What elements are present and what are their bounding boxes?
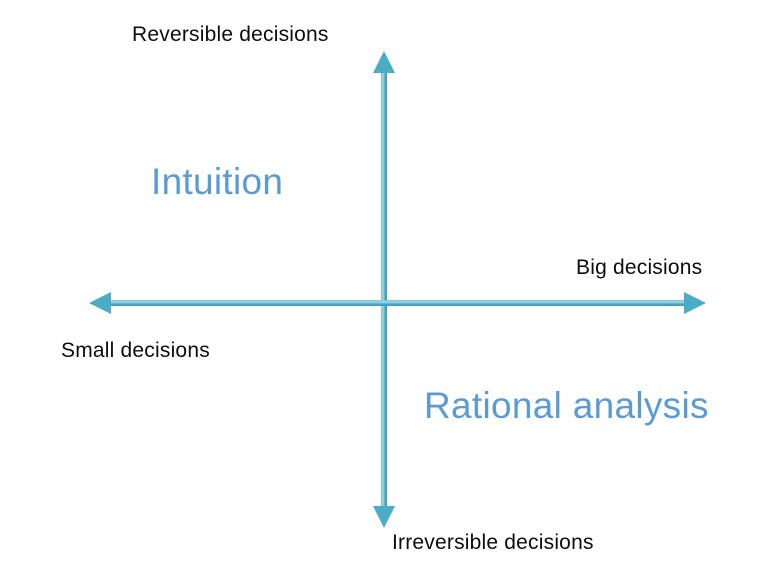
- axis-label-irreversible-decisions: Irreversible decisions: [392, 531, 594, 554]
- vertical-axis-arrow: [373, 51, 395, 528]
- horizontal-axis-arrow: [89, 292, 706, 314]
- axis-label-big-decisions: Big decisions: [576, 256, 703, 279]
- quadrant-label-rational-analysis: Rational analysis: [424, 385, 709, 426]
- axis-label-small-decisions: Small decisions: [61, 339, 210, 362]
- quadrant-label-intuition: Intuition: [151, 161, 284, 202]
- axis-label-reversible-decisions: Reversible decisions: [132, 23, 329, 46]
